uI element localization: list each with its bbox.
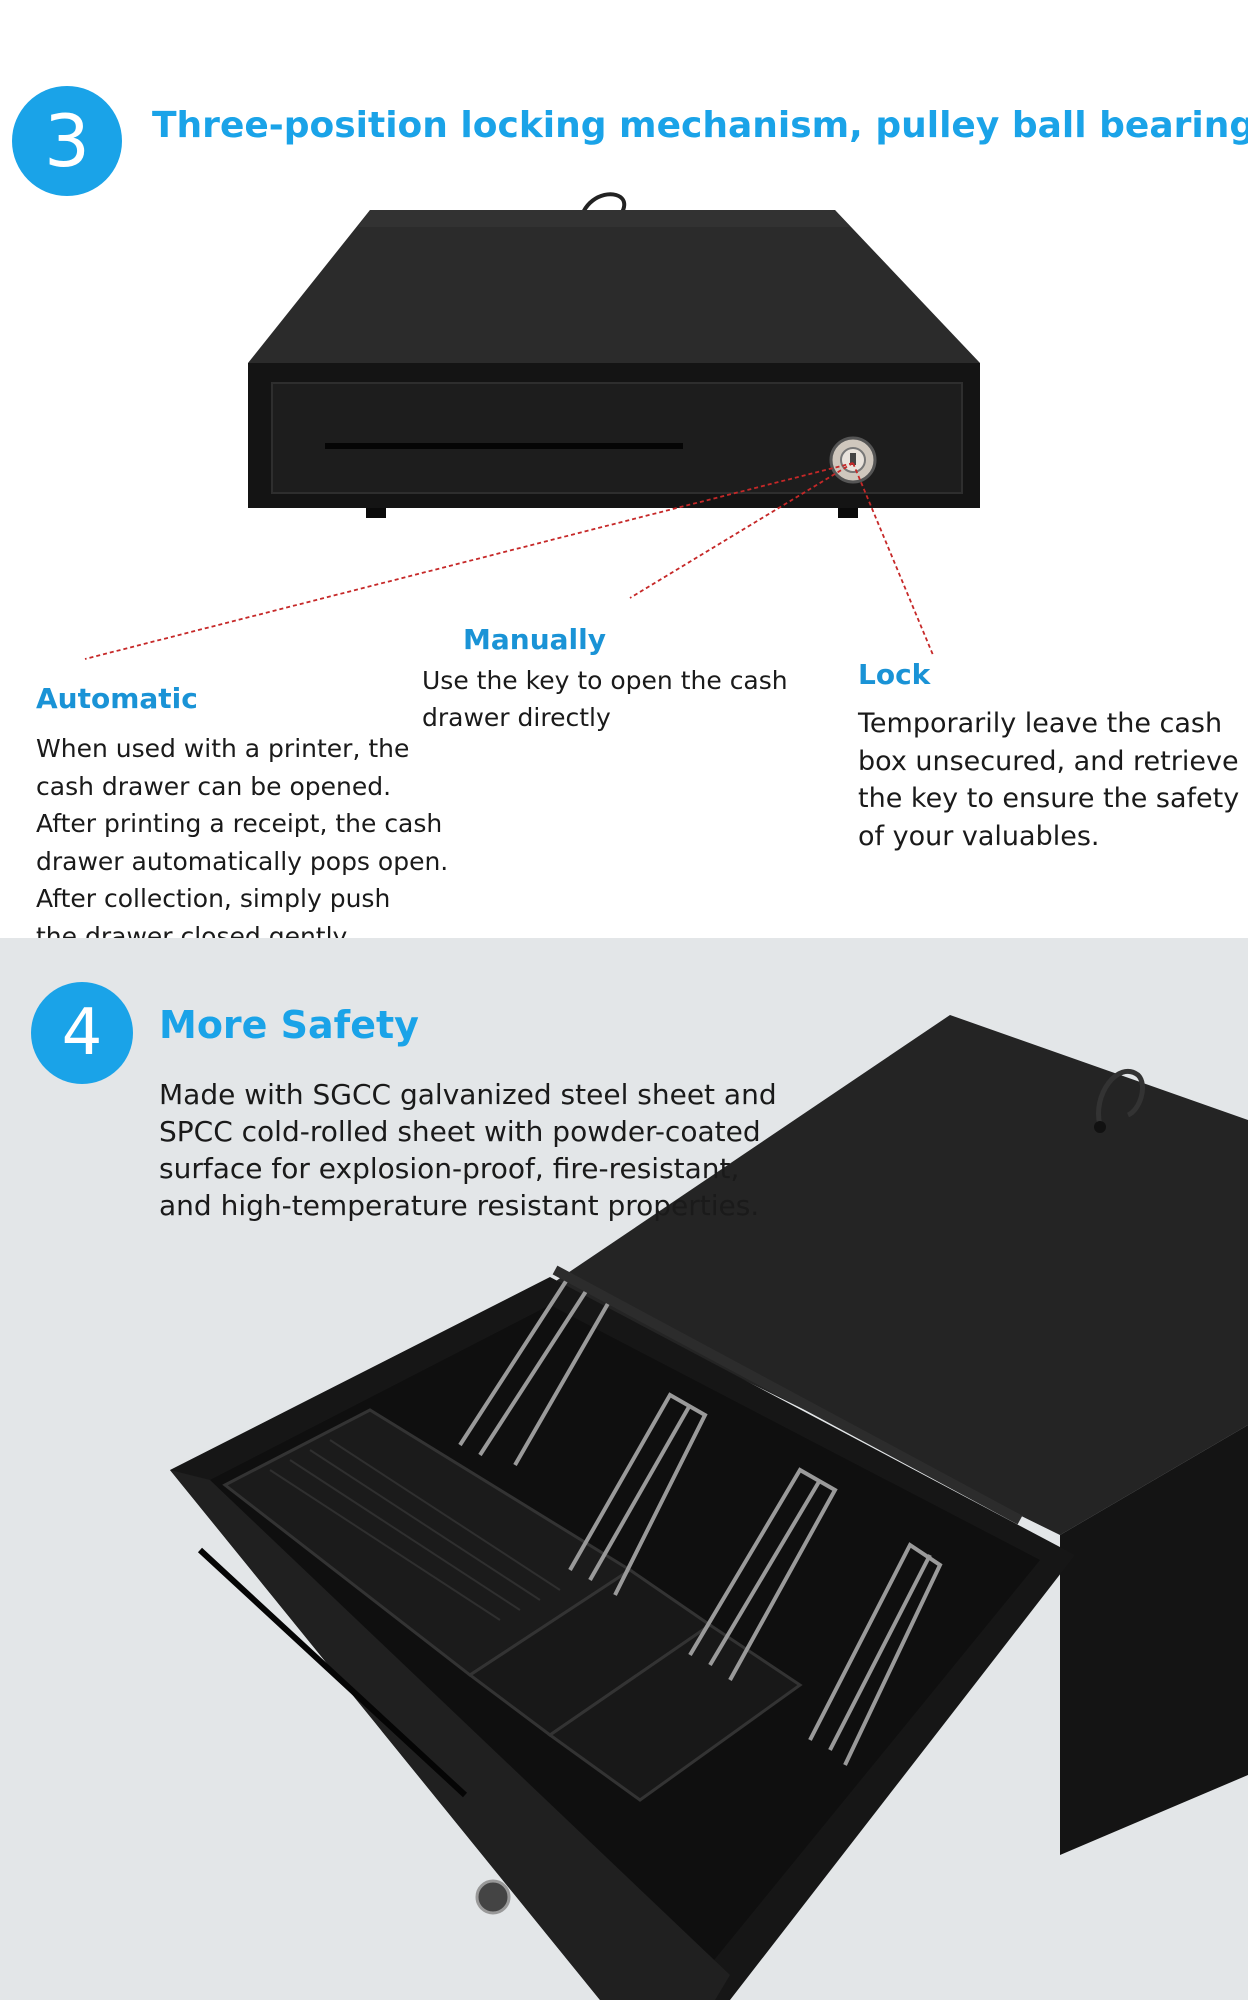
lock-line: the key to ensure the safety [858,783,1240,814]
section-4-description: Made with SGCC galvanized steel sheet an… [159,1076,777,1224]
open-cash-drawer-image [170,1015,1248,2000]
manually-line: drawer directly [422,703,611,732]
lock-description: Temporarily leave the cash box unsecured… [858,705,1239,855]
leader-lines [84,462,934,660]
lock-line: Temporarily leave the cash [858,708,1223,739]
automatic-description: When used with a printer, the cash drawe… [36,730,448,955]
automatic-line: cash drawer can be opened. [36,771,392,801]
automatic-line: After printing a receipt, the cash [36,809,443,838]
section-3-title: Three-position locking mechanism, pulley… [152,105,1248,146]
manually-line: Use the key to open the cash [422,666,788,695]
automatic-line: When used with a printer, the [36,734,410,763]
safety-line: Made with SGCC galvanized steel sheet an… [159,1078,777,1111]
section-4-title: More Safety [159,1003,419,1047]
step-3-badge: 3 [12,86,122,196]
manually-description: Use the key to open the cash drawer dire… [422,662,788,736]
closed-cash-drawer-image [248,192,980,518]
safety-line: surface for explosion-proof, fire-resist… [159,1152,740,1185]
automatic-line: After collection, simply push [36,884,391,913]
automatic-label: Automatic [36,682,198,715]
manually-label: Manually [463,623,606,656]
automatic-line: drawer automatically pops open. [36,846,449,876]
step-3-number: 3 [44,99,90,183]
lock-label: Lock [858,658,931,691]
safety-line: SPCC cold-rolled sheet with powder-coate… [159,1115,761,1148]
safety-line: and high-temperature resistant propertie… [159,1189,760,1222]
lock-line: of your valuables. [858,820,1100,852]
step-4-badge: 4 [31,982,133,1084]
step-4-number: 4 [61,996,103,1070]
lock-line: box unsecured, and retrieve [858,745,1239,777]
